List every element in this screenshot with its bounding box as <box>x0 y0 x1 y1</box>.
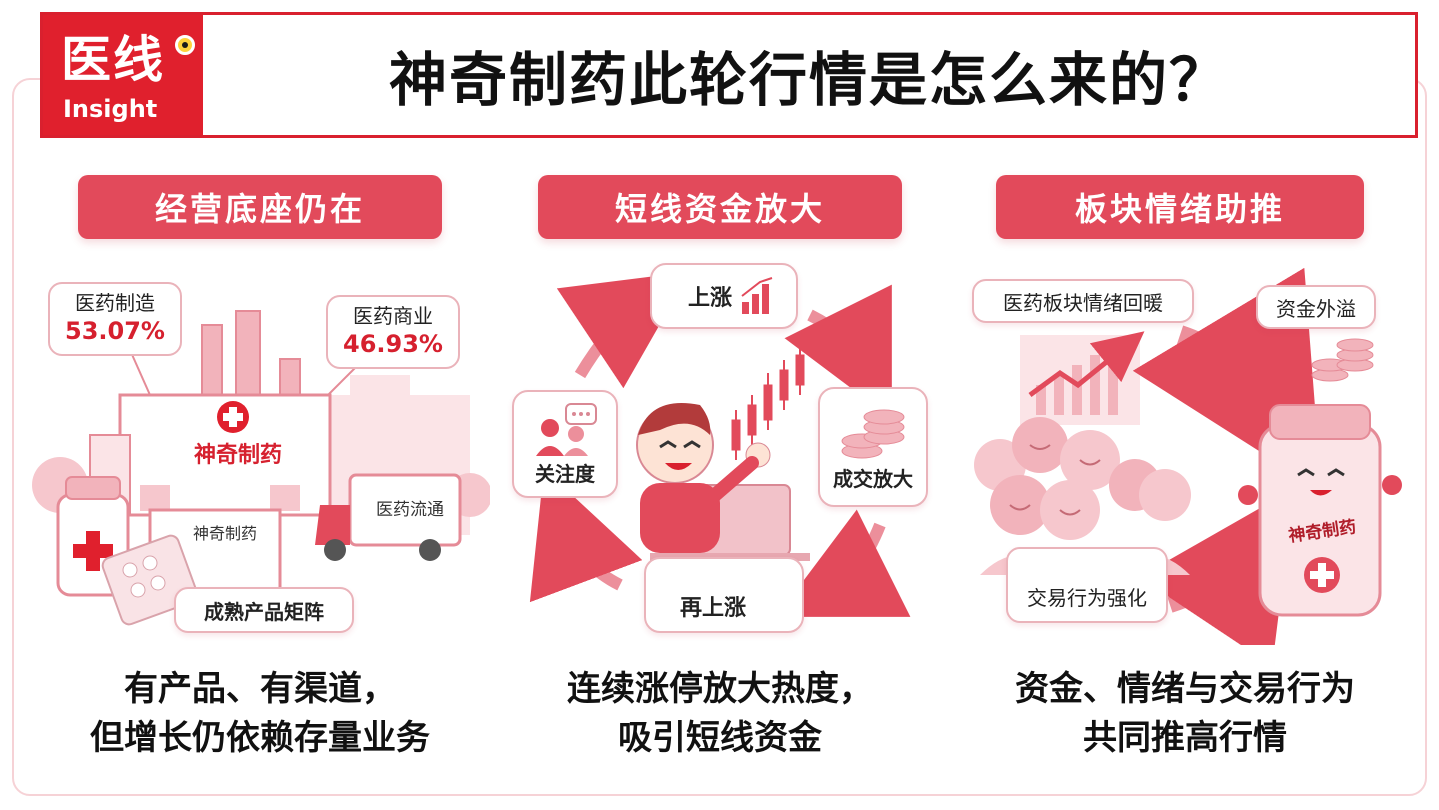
crowd-bottle-illustration <box>974 267 1402 666</box>
header-banner: 医线 Insight 神奇制药此轮行情是怎么来的？ <box>40 12 1418 138</box>
tag-product-matrix: 成熟产品矩阵 <box>174 587 354 633</box>
factory-sign: 神奇制药 <box>193 443 282 468</box>
manufacturing-label: 医药制造 <box>75 291 155 315</box>
logo-english-text: Insight <box>63 95 158 123</box>
tag-trading-behavior: 交易行为强化 <box>1006 547 1168 623</box>
step-up-label: 上涨 <box>688 286 733 311</box>
caption-sentiment-line1: 资金、情绪与交易行为 <box>1015 669 1355 709</box>
cycle-illustration <box>529 271 911 617</box>
section-title-operations: 经营底座仍在 <box>78 175 442 239</box>
factory-illustration <box>32 310 492 626</box>
truck-label: 医药流通 <box>376 500 444 520</box>
step-again-label: 再上涨 <box>680 596 747 621</box>
caption-funds-line2: 吸引短线资金 <box>618 718 822 759</box>
bubble-manufacturing: 医药制造 53.07% <box>48 282 182 356</box>
logo-eye-icon <box>175 35 195 55</box>
brand-logo: 医线 Insight <box>43 15 203 135</box>
panel-sector-sentiment: 医药板块情绪回暖 资金外溢 交易行为强化 神奇制药 <box>960 255 1410 666</box>
caption-sector-sentiment: 资金、情绪与交易行为 共同推高行情 <box>960 665 1410 764</box>
coin-stack-icon <box>841 409 905 458</box>
page-title: 神奇制药此轮行情是怎么来的？ <box>388 46 1229 114</box>
section-title-sector-sentiment: 板块情绪助推 <box>996 175 1364 239</box>
section-title-short-term-funds: 短线资金放大 <box>538 175 902 239</box>
caption-operations-line2: 但增长仍依赖存量业务 <box>90 718 430 759</box>
step-attention-label: 关注度 <box>535 461 595 486</box>
commerce-label: 医药商业 <box>353 304 433 328</box>
caption-operations-line1: 有产品、有渠道， <box>124 669 396 709</box>
box-label: 神奇制药 <box>192 524 257 543</box>
bubble-commerce: 医药商业 46.93% <box>326 295 460 369</box>
rising-bars-icon <box>741 277 773 314</box>
people-chat-icon <box>536 402 597 456</box>
tag-sector-sentiment: 医药板块情绪回暖 <box>972 279 1194 323</box>
cycle-step-attention: 关注度 <box>512 390 618 498</box>
cycle-step-again: 再上涨 <box>644 557 804 633</box>
panel-operations: 医药制造 53.07% 医药商业 46.93% 神奇制药 神奇制药 医药流通 成… <box>30 255 492 645</box>
caption-operations: 有产品、有渠道， 但增长仍依赖存量业务 <box>40 665 480 764</box>
caption-sentiment-line2: 共同推高行情 <box>1083 718 1287 759</box>
commerce-percent: 46.93% <box>343 330 443 358</box>
panel-short-term-funds: 上涨 成交放大 再上涨 关注度 <box>500 255 940 645</box>
caption-short-term-funds: 连续涨停放大热度， 吸引短线资金 <box>500 665 940 764</box>
tag-fund-spillover: 资金外溢 <box>1256 285 1376 329</box>
step-volume-label: 成交放大 <box>833 466 913 491</box>
cycle-step-volume: 成交放大 <box>818 387 928 507</box>
logo-chinese-text: 医线 <box>61 31 165 89</box>
cycle-step-up: 上涨 <box>650 263 798 329</box>
manufacturing-percent: 53.07% <box>65 317 165 345</box>
trading-behavior-label: 交易行为强化 <box>1027 586 1147 610</box>
caption-funds-line1: 连续涨停放大热度， <box>567 669 873 709</box>
